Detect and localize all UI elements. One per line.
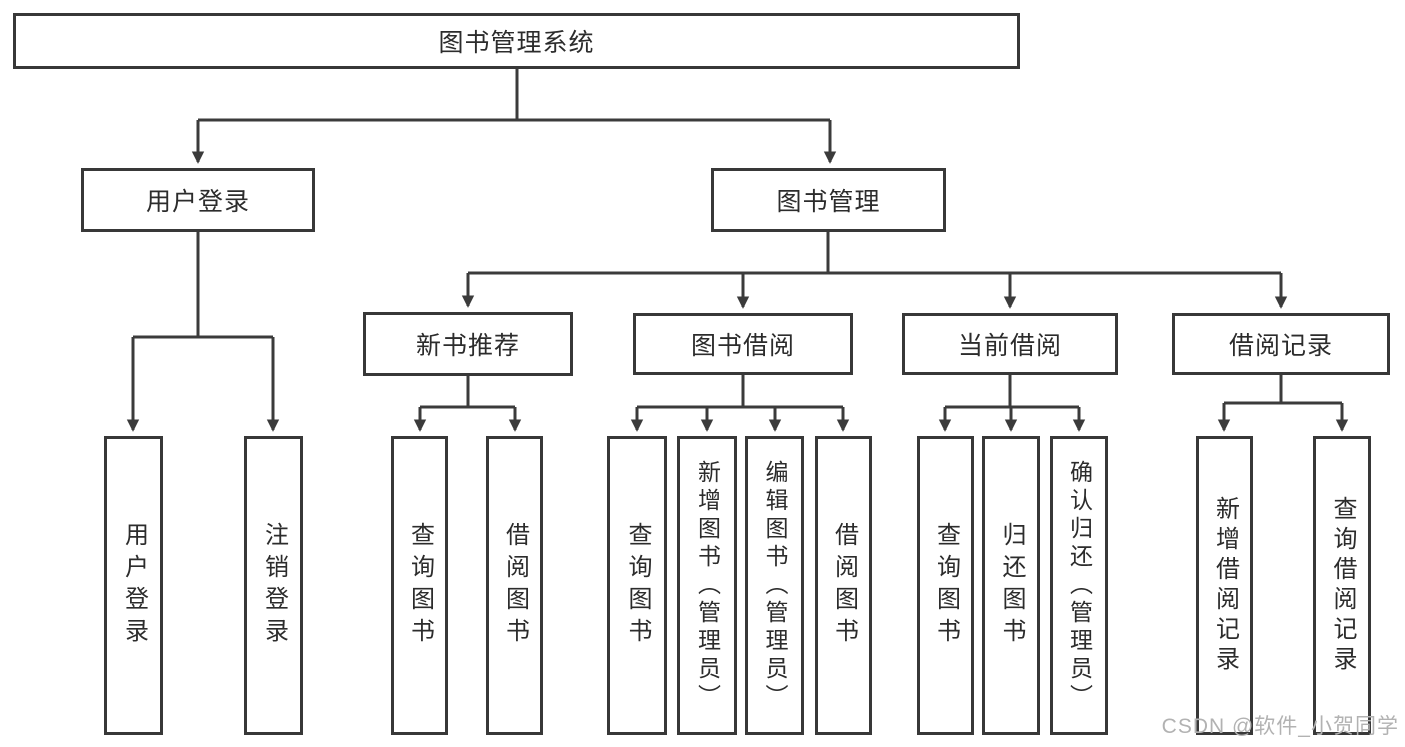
node-library-management-system: 图书管理系统 <box>13 13 1020 69</box>
node-book-borrow: 图书借阅 <box>633 313 853 375</box>
node-label: 新书推荐 <box>415 332 520 360</box>
leaf-borrow-books: 借阅图书 <box>815 436 872 735</box>
node-label: 借阅图书 <box>501 521 529 650</box>
leaf-confirm-return-admin: 确认归还（管理员） <box>1050 436 1108 735</box>
node-label: 确认归还（管理员） <box>1066 459 1093 712</box>
node-new-book-recommend: 新书推荐 <box>363 312 573 376</box>
leaf-query-books-current: 查询图书 <box>917 436 974 735</box>
leaf-edit-books-admin: 编辑图书（管理员） <box>745 436 804 735</box>
node-label: 查询图书 <box>624 521 651 650</box>
node-label: 查询图书 <box>932 521 960 650</box>
node-label: 新增借阅记录 <box>1211 495 1239 676</box>
node-label: 借阅图书 <box>830 521 858 650</box>
leaf-borrow-books-recommend: 借阅图书 <box>486 436 543 735</box>
csdn-watermark: CSDN @软件_小贺同学 <box>1161 715 1399 738</box>
node-label: 新增图书（管理员） <box>694 459 721 712</box>
node-label: 借阅记录 <box>1228 332 1333 360</box>
leaf-add-books-admin: 新增图书（管理员） <box>677 436 737 735</box>
node-current-borrow: 当前借阅 <box>902 313 1118 375</box>
node-label: 编辑图书（管理员） <box>762 459 788 712</box>
leaf-query-books-recommend: 查询图书 <box>391 436 448 735</box>
node-label: 图书管理 <box>776 188 881 216</box>
node-label: 图书借阅 <box>690 332 795 360</box>
node-book-management: 图书管理 <box>711 168 946 232</box>
node-label: 用户登录 <box>145 188 250 216</box>
leaf-query-borrow-record: 查询借阅记录 <box>1313 436 1371 735</box>
node-label: 注销登录 <box>260 521 288 650</box>
node-label: 查询借阅记录 <box>1329 495 1356 676</box>
leaf-add-borrow-record: 新增借阅记录 <box>1196 436 1253 735</box>
node-label: 用户登录 <box>120 521 148 650</box>
leaf-query-books-borrow: 查询图书 <box>607 436 667 735</box>
node-borrow-records: 借阅记录 <box>1172 313 1390 375</box>
node-label: 图书管理系统 <box>438 29 595 57</box>
leaf-user-login: 用户登录 <box>104 436 163 735</box>
leaf-return-books: 归还图书 <box>982 436 1040 735</box>
node-label: 当前借阅 <box>957 332 1062 360</box>
leaf-logout: 注销登录 <box>244 436 303 735</box>
node-user-login-group: 用户登录 <box>81 168 315 232</box>
node-label: 查询图书 <box>406 521 434 650</box>
node-label: 归还图书 <box>998 521 1025 650</box>
